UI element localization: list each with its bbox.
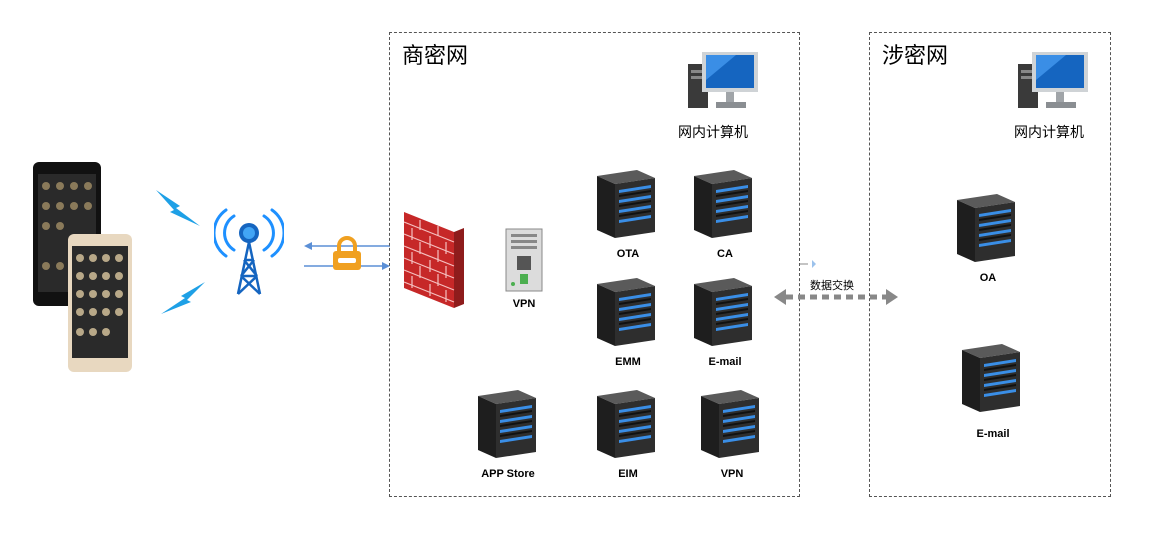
data-exchange-marker (800, 260, 816, 268)
classified-zone-title: 涉密网 (882, 44, 949, 69)
vpn-server-label: VPN (720, 468, 744, 480)
ca-server-icon (690, 168, 756, 240)
wireless-signal-icon (156, 190, 200, 226)
classified-network-zone (869, 32, 1111, 497)
wireless-signal-icon (161, 282, 205, 314)
workstation-icon (1016, 50, 1092, 116)
workstation-label: 网内计算机 (678, 125, 748, 141)
oa-server-label: OA (979, 272, 997, 284)
app-store-server-label: APP Store (481, 468, 535, 480)
vpn-gateway-icon (505, 228, 543, 292)
cell-tower-icon (214, 208, 284, 295)
eim-server-label: EIM (618, 468, 638, 480)
commercial-network-zone (389, 32, 800, 497)
classified-email-server-icon (958, 342, 1024, 414)
vpn-gateway-label: VPN (512, 298, 536, 310)
app-store-server-icon (474, 388, 540, 460)
email-server-label: E-mail (708, 356, 742, 368)
lock-icon (333, 236, 361, 270)
ota-server-label: OTA (616, 248, 640, 260)
ota-server-icon (593, 168, 659, 240)
emm-server-icon (593, 276, 659, 348)
data-exchange-arrow (774, 289, 898, 305)
email-server-icon (690, 276, 756, 348)
firewall-icon (403, 212, 464, 308)
commercial-zone-title: 商密网 (402, 44, 469, 69)
classified-workstation-label: 网内计算机 (1014, 125, 1084, 141)
ca-server-label: CA (717, 248, 733, 260)
data-exchange-label: 数据交换 (810, 279, 854, 292)
emm-server-label: EMM (615, 356, 641, 368)
mobile-phones (33, 162, 132, 372)
eim-server-icon (593, 388, 659, 460)
classified-email-server-label: E-mail (976, 428, 1010, 440)
oa-server-icon (953, 192, 1019, 264)
vpn-server-icon (697, 388, 763, 460)
workstation-icon (686, 50, 762, 116)
